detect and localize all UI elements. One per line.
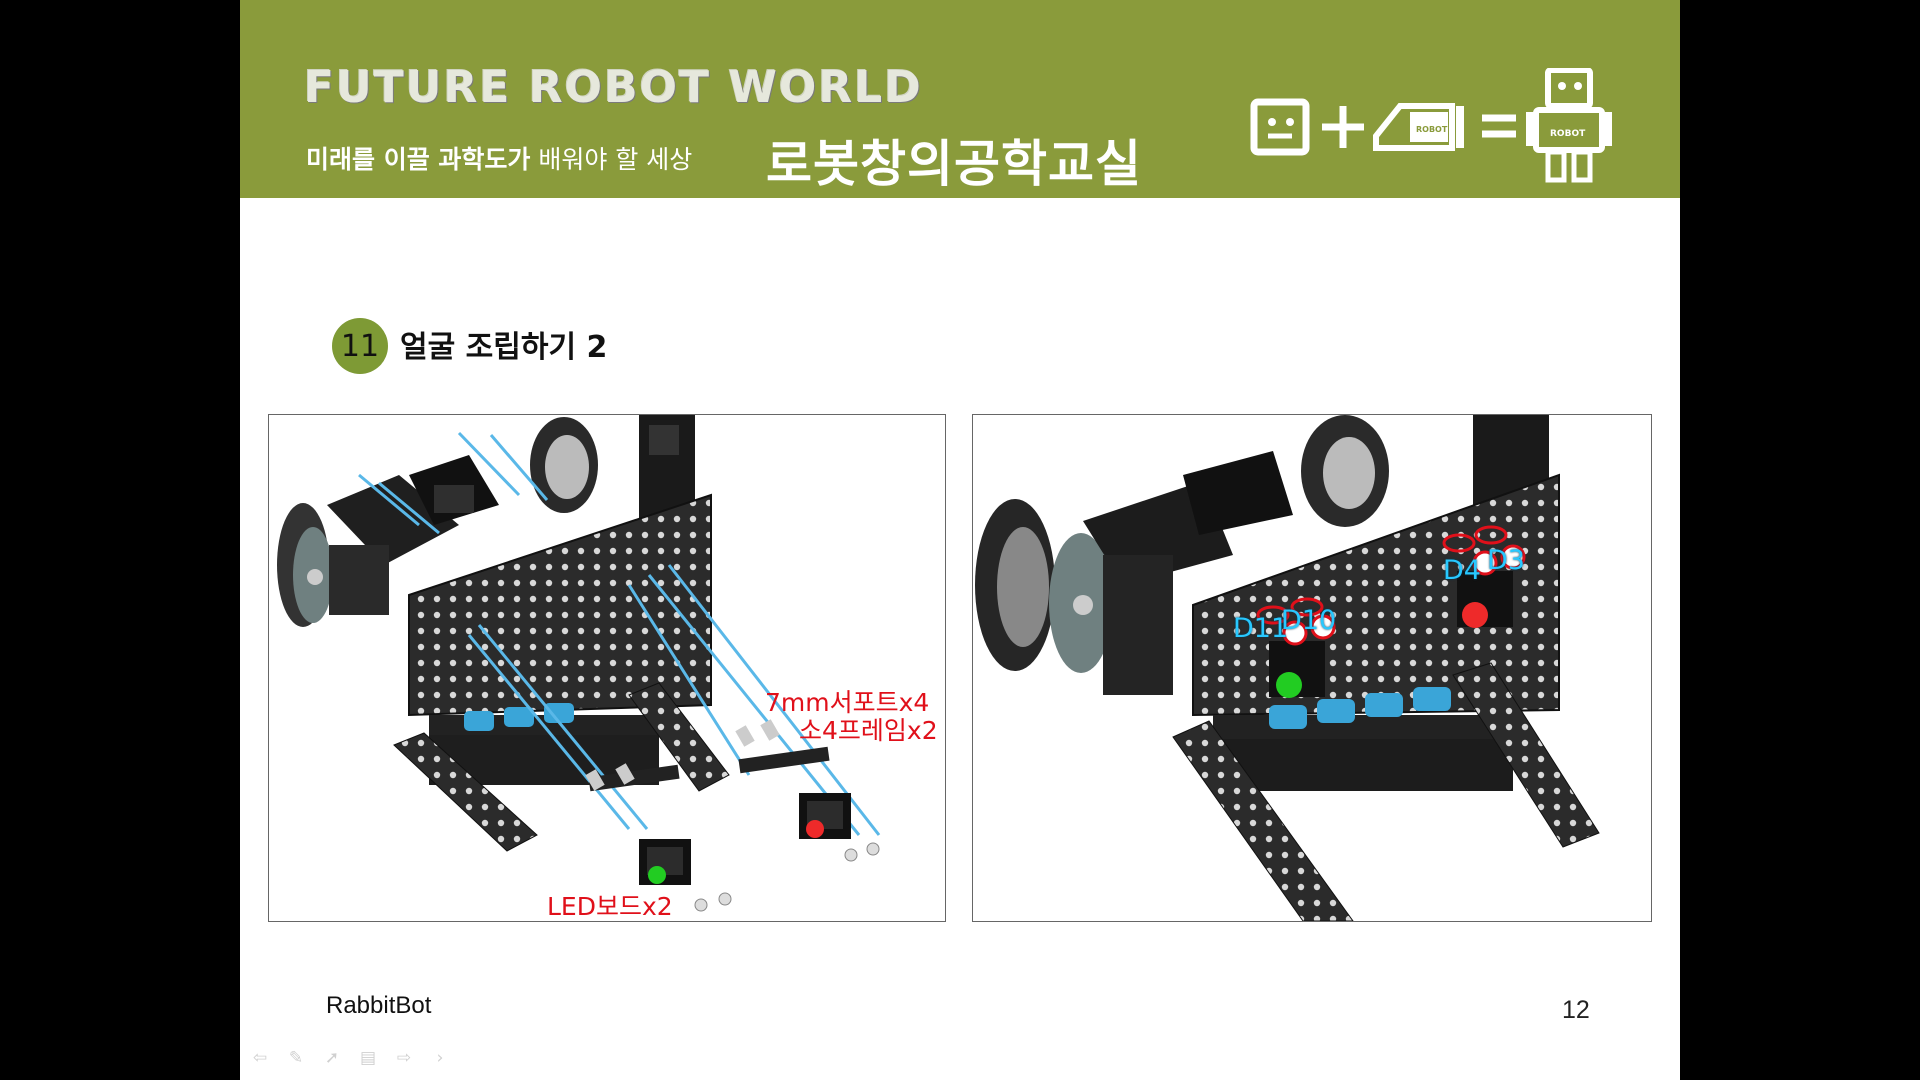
- slideshow-nav-bar: ⇦ ✎ ➚ ▤ ⇨ ›: [250, 1048, 450, 1068]
- svg-text:ROBOT: ROBOT: [1550, 129, 1586, 139]
- equals-icon: [1482, 114, 1516, 138]
- next-icon[interactable]: ›: [436, 1048, 444, 1068]
- robot-body-icon: ROBOT: [1373, 103, 1464, 151]
- robot-icon: ROBOT: [1526, 68, 1612, 183]
- d4-label: D4: [1443, 555, 1481, 586]
- slide: FUTURE ROBOT WORLD 미래를 이끌 과학도가 배워야 할 세상 …: [240, 0, 1680, 1080]
- assembly-result-image: D11 D10 D4 D3: [972, 414, 1652, 922]
- support-label: 7mm서포트x4: [765, 688, 930, 717]
- forward-arrow-icon[interactable]: ⇨: [396, 1048, 412, 1068]
- robot-head-icon: [1250, 98, 1310, 156]
- d3-label: D3: [1487, 545, 1525, 576]
- banner-subtitle-bold: 미래를 이끌 과학도가: [306, 145, 531, 174]
- product-name: RabbitBot: [326, 992, 432, 1019]
- page-number: 12: [1562, 996, 1590, 1024]
- step-number-badge: 11: [332, 318, 388, 374]
- svg-text:ROBOT: ROBOT: [1416, 125, 1448, 134]
- pointer-icon[interactable]: ➚: [324, 1048, 340, 1068]
- menu-icon[interactable]: ▤: [359, 1048, 377, 1068]
- led-board-label: LED보드x2: [547, 892, 673, 921]
- step-title: 얼굴 조립하기 2: [400, 330, 608, 365]
- assembled-robot-illustration: [975, 415, 1600, 921]
- exploded-assembly-illustration: [277, 415, 881, 912]
- course-name: 로봇창의공학교실: [766, 135, 1142, 193]
- d11-label: D11: [1233, 613, 1289, 644]
- assembly-exploded-image: 7mm서포트x4 소4프레임x2 LED보드x2: [268, 414, 946, 922]
- back-arrow-icon[interactable]: ⇦: [252, 1048, 268, 1068]
- frame-label: 소4프레임x2: [799, 716, 938, 745]
- plus-icon: [1322, 106, 1364, 148]
- d10-label: D10: [1281, 605, 1337, 636]
- banner-subtitle-light: 배워야 할 세상: [530, 145, 693, 174]
- header-banner: FUTURE ROBOT WORLD 미래를 이끌 과학도가 배워야 할 세상 …: [240, 0, 1680, 198]
- banner-subtitle: 미래를 이끌 과학도가 배워야 할 세상: [306, 140, 692, 176]
- pen-icon[interactable]: ✎: [288, 1048, 304, 1068]
- robot-equation-logo: ROBOT ROBOT: [1250, 68, 1612, 183]
- banner-title: FUTURE ROBOT WORLD: [304, 62, 923, 113]
